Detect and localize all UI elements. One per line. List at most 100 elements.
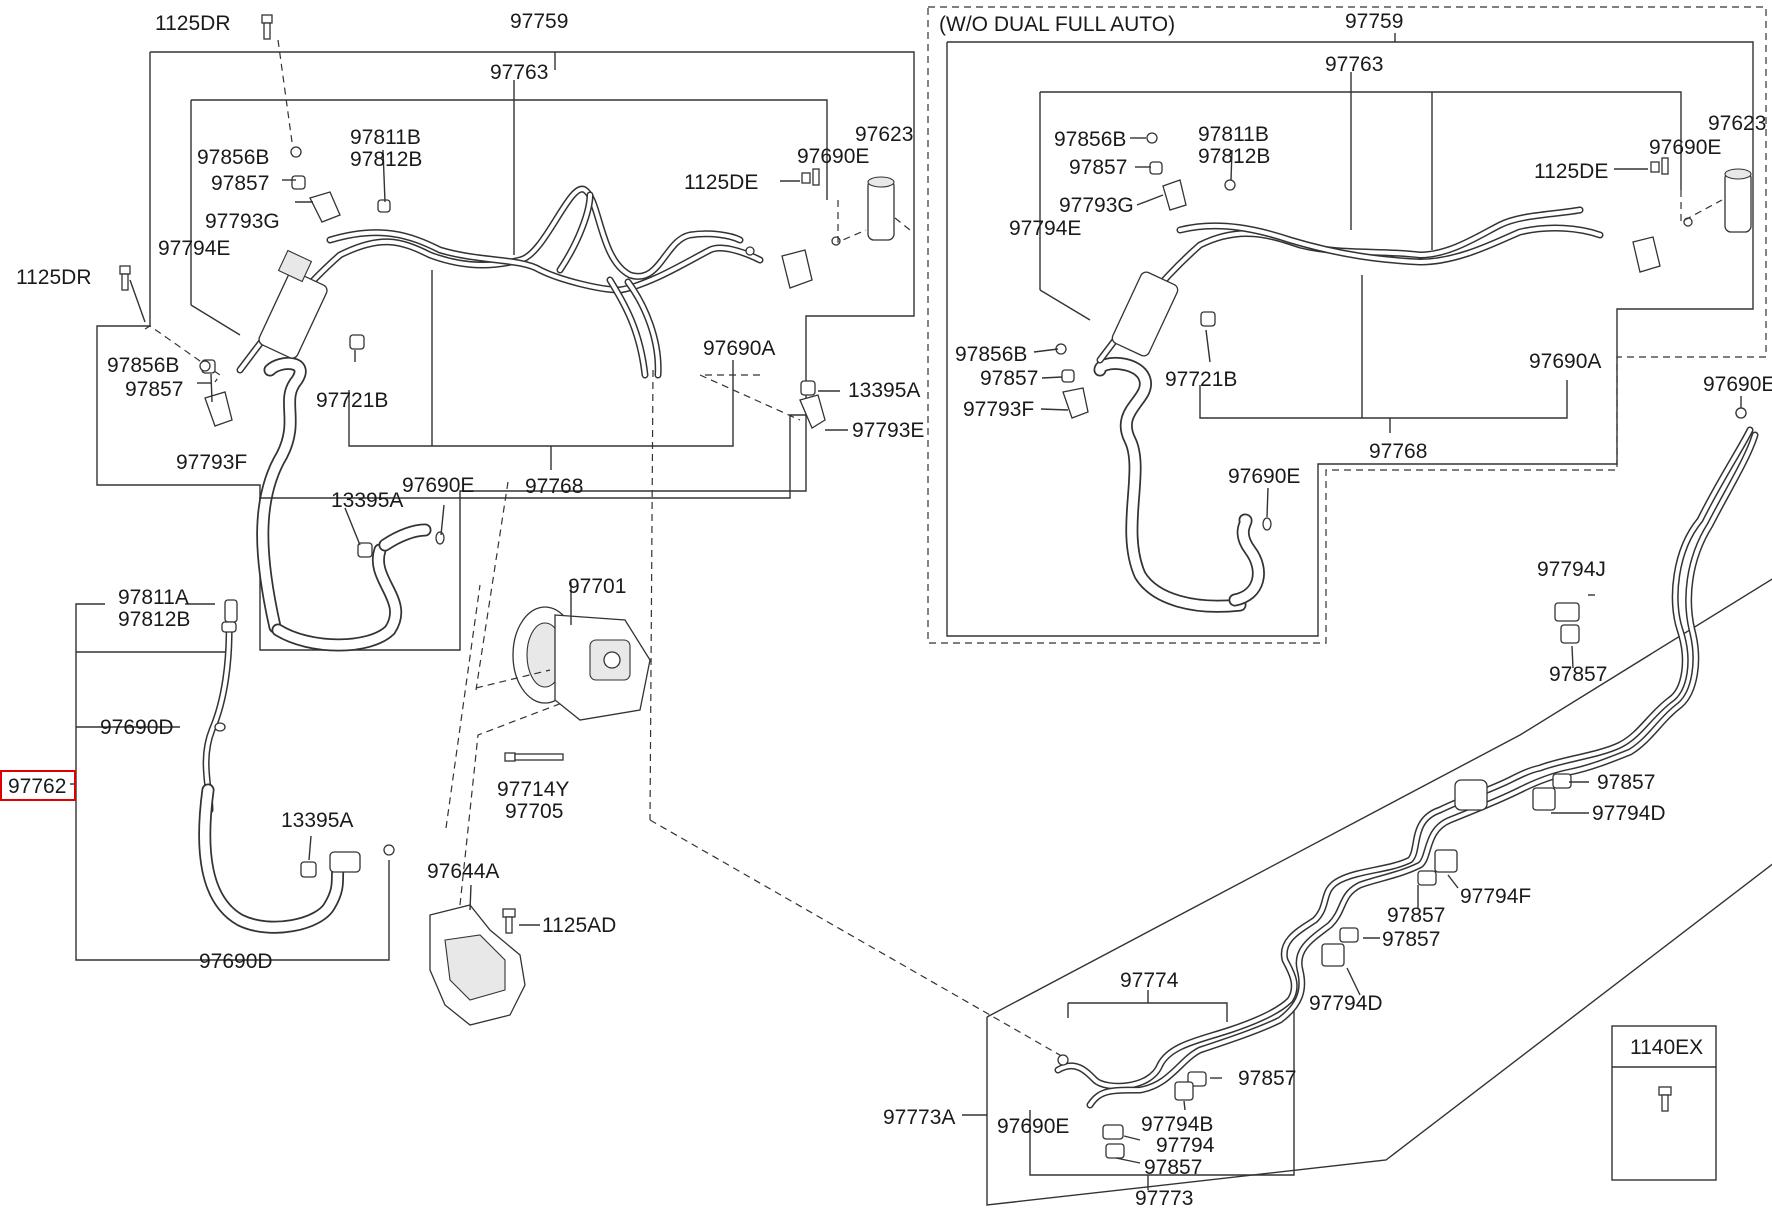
receiver-drier-icon [1111,271,1179,357]
label-1125dr: 1125DR [16,266,92,289]
label-97856b: 97856B [107,354,179,377]
suction-pipe-labels: 97811A 97812B 97690D 97762 13395A 97690D [8,586,353,973]
label-97721b: 97721B [316,389,388,412]
clamp-icon [1102,602,1580,1159]
receiver-drier-icon [1724,168,1752,233]
label-97763: 97763 [490,61,548,84]
label-97721b: 97721B [1165,368,1237,391]
nut-icon [1061,161,1216,383]
label-97690e: 97690E [1703,373,1772,396]
label-97857: 97857 [980,367,1038,390]
nut-icon [201,175,816,558]
label-97794: 97794 [1156,1134,1215,1157]
long-pipe-frames [962,578,1772,1206]
label-97705: 97705 [505,800,563,823]
left-assembly-frames [96,39,915,651]
label-97794e: 97794E [158,237,230,260]
label-97857: 97857 [1238,1067,1296,1090]
label-97812b: 97812B [1198,145,1270,168]
o-ring-icon [1735,407,1747,419]
label-1125de: 1125DE [1534,160,1608,183]
left-main-labels: 1125DR 97759 97763 97856B 97811B 97812B … [16,10,924,512]
label-1125ad: 1125AD [542,914,616,937]
label-97811b: 97811B [350,126,421,149]
label-97857: 97857 [211,172,269,195]
label-97794f: 97794F [1460,885,1531,908]
label-13395a: 13395A [281,809,353,832]
compressor-icon [512,606,651,721]
label-97623: 97623 [855,123,913,146]
label-97794d: 97794D [1592,802,1666,825]
bracket-icon [429,904,526,1026]
label-97793f: 97793F [176,451,247,474]
label-97857: 97857 [1387,904,1445,927]
clamp-icon [204,391,233,427]
label-97856b: 97856B [955,343,1027,366]
left-main-components [119,14,911,558]
label-97759: 97759 [1345,10,1403,33]
long-pipe-components [1057,407,1747,1164]
label-97690d: 97690D [100,716,174,739]
clamp-icon [1062,179,1187,419]
label-97690e: 97690E [997,1115,1069,1138]
clamp-icon [799,394,826,429]
label-13395a: 13395A [848,379,920,402]
o-ring-icon [383,844,395,856]
label-97773a: 97773A [883,1106,955,1129]
label-97794e: 97794E [1009,217,1081,240]
receiver-drier-icon [258,249,328,359]
label-97794j: 97794J [1537,558,1606,581]
label-97793f: 97793F [963,398,1034,421]
label-97857: 97857 [1597,771,1655,794]
label-97690e: 97690E [402,474,474,497]
long-pipe-hoses [1054,426,1759,1109]
receiver-drier-icon [867,176,895,241]
suction-pipe-group [0,599,395,961]
label-97774: 97774 [1120,969,1179,992]
label-97762[interactable]: 97762 [8,775,66,798]
bolt-icon [504,752,564,762]
label-97773: 97773 [1135,1187,1193,1210]
label-97794b: 97794B [1141,1113,1213,1136]
label-97759: 97759 [510,10,568,33]
label-97768: 97768 [1369,440,1427,463]
label-97690e: 97690E [797,145,869,168]
label-1140ex: 1140EX [1630,1036,1703,1059]
label-97690e: 97690E [1649,136,1721,159]
label-97690d: 97690D [199,950,273,973]
label-97857: 97857 [1549,663,1607,686]
label-97856b: 97856B [197,146,269,169]
label-97856b: 97856B [1054,128,1126,151]
label-97811a: 97811A [118,586,189,609]
label-97768: 97768 [525,475,583,498]
label-97701: 97701 [568,575,626,598]
label-97623: 97623 [1708,112,1766,135]
clamp-icon [309,191,341,223]
bracket-icon [329,851,361,873]
variant-box [927,6,1767,644]
label-97690a: 97690A [703,337,775,360]
label-97857: 97857 [1069,156,1127,179]
label-97857: 97857 [1382,928,1440,951]
label-97763: 97763 [1325,53,1383,76]
label-97793g: 97793G [205,210,280,233]
label-13395a: 13395A [331,489,403,512]
label-97812b: 97812B [350,148,422,171]
highlight-97762 [0,770,76,801]
bolt-icon [119,14,820,291]
label-97793g: 97793G [1059,194,1134,217]
nut-icon [224,599,238,623]
bolt-icon [502,908,516,934]
o-ring-icon [1057,1054,1069,1066]
variant-note: (W/O DUAL FULL AUTO) [939,13,1175,36]
label-97793e: 97793E [852,419,924,442]
label-1125de: 1125DE [684,171,758,194]
label-97644a: 97644A [427,860,499,883]
bracket-icon [1632,236,1661,273]
o-ring-icon [214,722,226,732]
label-97714y: 97714Y [497,778,569,801]
long-pipe-labels: 97794J 97857 97857 97794D 97794F 97857 9… [883,558,1666,1210]
nut-icon [300,861,317,878]
label-97857: 97857 [125,378,183,401]
